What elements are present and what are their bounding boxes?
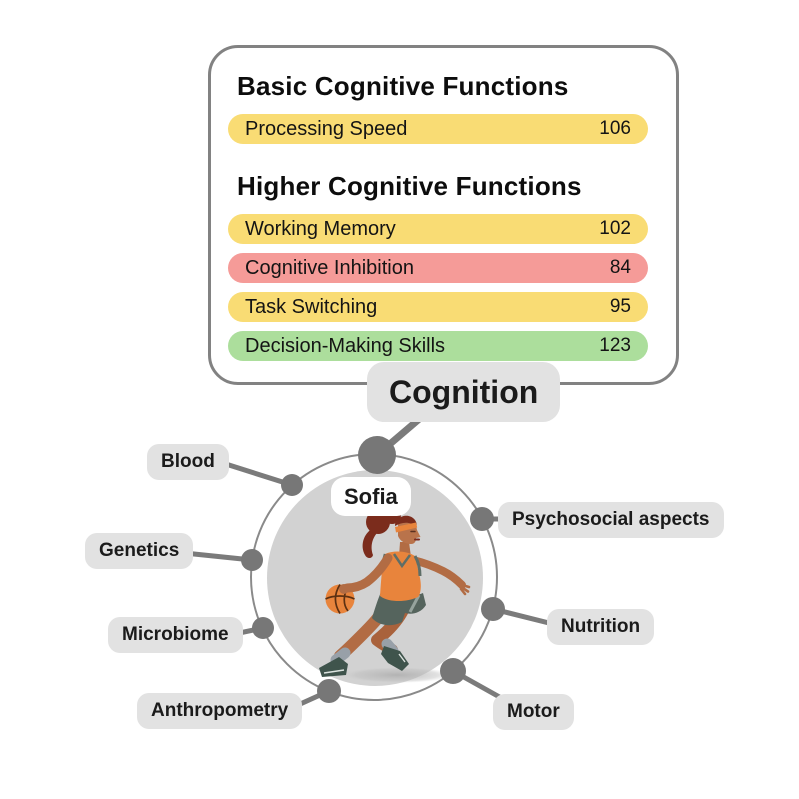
- score-value: 84: [609, 257, 631, 278]
- node-dot-psychosocial[interactable]: [470, 507, 494, 531]
- score-value: 123: [599, 335, 631, 356]
- score-pill-decision-making: Decision-Making Skills 123: [228, 331, 648, 361]
- score-label: Working Memory: [245, 217, 396, 240]
- node-dot-anthropometry[interactable]: [317, 679, 341, 703]
- node-dot-motor[interactable]: [440, 658, 466, 684]
- score-value: 102: [599, 218, 631, 239]
- score-value: 106: [599, 118, 631, 139]
- node-label-genetics[interactable]: Genetics: [85, 533, 194, 569]
- floor-shadow: [342, 667, 452, 683]
- score-pill-working-memory: Working Memory 102: [228, 214, 648, 244]
- score-pill-cognitive-inhibition: Cognitive Inhibition 84: [228, 253, 648, 283]
- node-dot-microbiome[interactable]: [252, 617, 274, 639]
- score-label: Processing Speed: [245, 117, 408, 140]
- score-label: Task Switching: [245, 295, 378, 318]
- node-dot-cognition[interactable]: [358, 436, 396, 474]
- node-label-motor[interactable]: Motor: [493, 694, 574, 730]
- score-pill-processing-speed: Processing Speed 106: [228, 114, 648, 144]
- node-dot-nutrition[interactable]: [481, 597, 505, 621]
- score-value: 95: [609, 296, 631, 317]
- node-label-cognition[interactable]: Cognition: [367, 362, 561, 422]
- section-heading-higher: Higher Cognitive Functions: [237, 171, 582, 201]
- node-dots: [241, 436, 505, 703]
- node-label-anthropometry[interactable]: Anthropometry: [137, 693, 303, 729]
- node-label-psychosocial-aspects[interactable]: Psychosocial aspects: [498, 502, 724, 538]
- node-dot-genetics[interactable]: [241, 549, 263, 571]
- person-illustration: [319, 506, 471, 683]
- person-name-tag: Sofia: [331, 477, 411, 516]
- node-label-microbiome[interactable]: Microbiome: [108, 617, 243, 653]
- node-label-nutrition[interactable]: Nutrition: [547, 609, 655, 645]
- node-label-blood[interactable]: Blood: [147, 444, 229, 480]
- score-pill-task-switching: Task Switching 95: [228, 292, 648, 322]
- node-dot-blood[interactable]: [281, 474, 303, 496]
- score-label: Cognitive Inhibition: [245, 256, 414, 279]
- score-label: Decision-Making Skills: [245, 334, 446, 357]
- cognition-score-panel: Basic Cognitive Functions Processing Spe…: [208, 45, 679, 385]
- section-heading-basic: Basic Cognitive Functions: [237, 71, 569, 101]
